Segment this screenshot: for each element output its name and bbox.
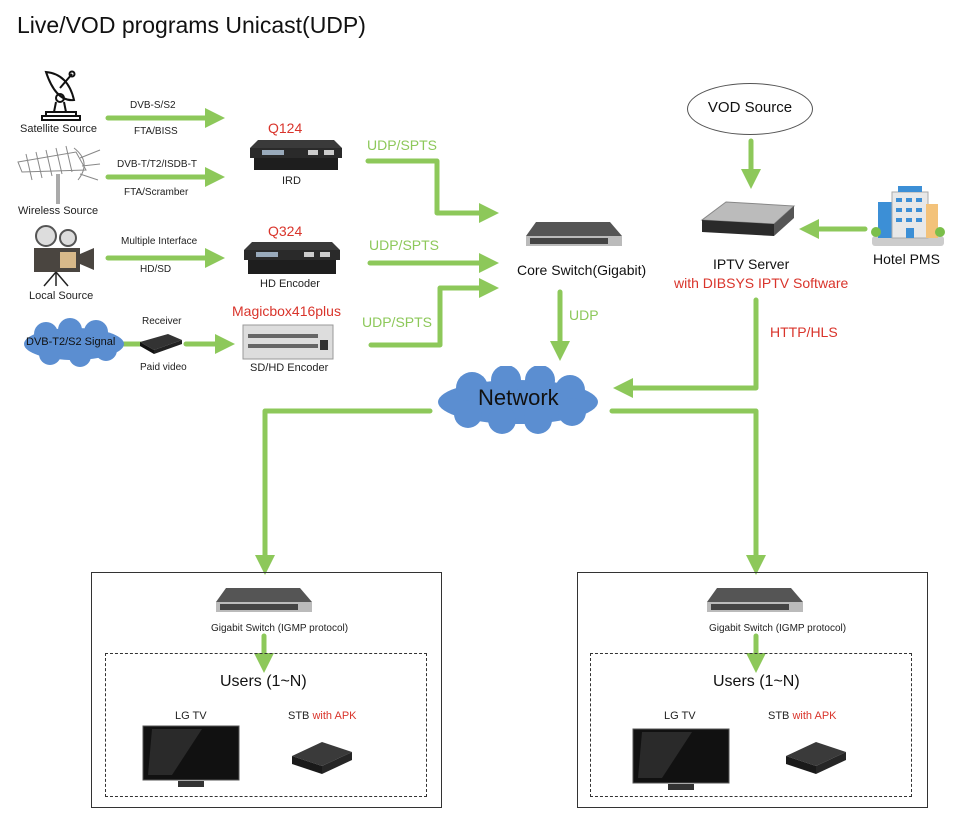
tv-icon	[632, 728, 730, 790]
ird-device-icon	[250, 140, 342, 170]
stb-suffix: with APK	[312, 710, 357, 722]
paid-video-label: Paid video	[140, 362, 187, 373]
link-label-magicbox: UDP/SPTS	[362, 314, 433, 330]
gigabit-switch-label: Gigabit Switch (IGMP protocol)	[211, 623, 349, 634]
site-container-1	[91, 572, 442, 808]
iptv-server-sublabel: with DIBSYS IPTV Software	[674, 275, 849, 291]
encoder-device-icon	[244, 242, 340, 274]
core-switch-label: Core Switch(Gigabit)	[517, 262, 647, 278]
device-model-q124: Q124	[268, 120, 303, 136]
gigabit-switch-icon	[216, 588, 312, 612]
device-model-q324: Q324	[268, 223, 303, 239]
device-label-hd-encoder: HD Encoder	[260, 278, 320, 290]
stb-label: STB with APK	[768, 710, 837, 722]
arrow-q124-switch	[365, 158, 499, 223]
page-title: Live/VOD programs Unicast(UDP)	[17, 12, 366, 38]
local-line1: Multiple Interface	[121, 236, 198, 247]
stb-icon	[786, 742, 846, 774]
stb-name: STB	[768, 710, 790, 722]
link-label-q324: UDP/SPTS	[369, 237, 440, 253]
stb-name: STB	[288, 710, 310, 722]
stb-icon	[292, 742, 352, 774]
film-camera-icon	[34, 225, 94, 287]
vod-source-label: VOD Source	[707, 99, 793, 116]
tv-label: LG TV	[175, 710, 207, 722]
vod-source-node: VOD Source	[687, 83, 813, 135]
satellite-line2: FTA/BISS	[134, 126, 178, 137]
device-model-magicbox: Magicbox416plus	[232, 303, 341, 319]
device-label-sd-hd-encoder: SD/HD Encoder	[250, 362, 329, 374]
antenna-icon	[17, 145, 101, 204]
receiver-label: Receiver	[142, 316, 182, 327]
device-label-ird: IRD	[282, 175, 301, 187]
stb-suffix: with APK	[792, 710, 837, 722]
core-switch-icon	[526, 222, 622, 246]
tv-label: LG TV	[664, 710, 696, 722]
users-label: Users (1~N)	[220, 673, 307, 690]
local-line2: HD/SD	[140, 264, 172, 275]
iptv-server-icon	[700, 201, 796, 236]
arrow-network-site1	[255, 408, 433, 575]
hotel-building-icon	[871, 186, 945, 246]
gigabit-switch-icon	[707, 588, 803, 612]
source-label-satellite: Satellite Source	[20, 123, 98, 135]
tv-icon	[142, 725, 240, 787]
link-label-q124: UDP/SPTS	[367, 137, 438, 153]
satellite-dish-icon	[41, 70, 81, 121]
cloud-icon	[24, 318, 124, 367]
link-label-udp: UDP	[569, 307, 599, 323]
site-container-2	[577, 572, 928, 808]
source-label-wireless: Wireless Source	[18, 205, 99, 217]
iptv-server-label: IPTV Server	[713, 256, 790, 272]
arrow-network-site2	[609, 408, 766, 575]
arrow-magicbox-switch	[368, 278, 499, 348]
hotel-pms-label: Hotel PMS	[873, 251, 940, 267]
arrow-server-network	[613, 297, 759, 398]
network-cloud-icon	[438, 366, 598, 434]
network-label: Network	[478, 385, 559, 410]
receiver-icon	[140, 334, 182, 354]
users-group-2	[590, 653, 912, 797]
wireless-line1: DVB-T/T2/ISDB-T	[117, 159, 198, 170]
users-label: Users (1~N)	[713, 673, 800, 690]
wireless-line2: FTA/Scramber	[124, 187, 189, 198]
users-group-1	[105, 653, 427, 797]
sd-hd-encoder-device-icon	[242, 324, 334, 360]
source-label-local: Local Source	[29, 290, 94, 302]
satellite-line1: DVB-S/S2	[130, 100, 176, 111]
dvb-signal-label: DVB-T2/S2 Signal	[26, 336, 116, 348]
link-label-http-hls: HTTP/HLS	[770, 324, 838, 340]
stb-label: STB with APK	[288, 710, 357, 722]
gigabit-switch-label: Gigabit Switch (IGMP protocol)	[709, 623, 847, 634]
